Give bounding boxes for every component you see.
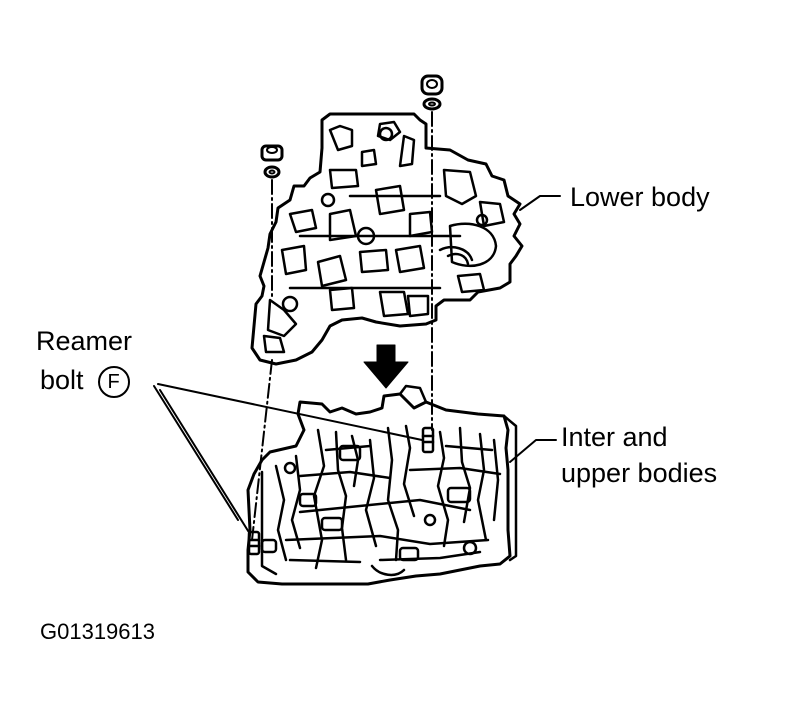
bolt-washer-left <box>260 144 284 179</box>
figure-code: G01319613 <box>40 619 155 644</box>
leader-lower-body <box>519 195 561 211</box>
bolt-washer-right <box>420 74 444 111</box>
inter-upper-bodies-label-line2: upper bodies <box>561 458 718 488</box>
down-arrow-icon <box>363 344 409 389</box>
leader-reamer-upper <box>157 383 423 441</box>
reamer-bolt-lower <box>247 530 261 556</box>
inter-upper-bodies-outline <box>246 392 512 586</box>
reamer-bolt-label-text: bolt <box>40 365 84 396</box>
leader-reamer-lower <box>159 389 251 535</box>
reamer-bolt-upper <box>421 426 435 454</box>
lower-body-label: Lower body <box>570 182 710 212</box>
leader-inter-upper <box>509 439 557 463</box>
circled-f-icon: F <box>97 366 130 398</box>
reamer-bolt-label-line1: Reamer <box>36 326 133 356</box>
reamer-bolt-label-line2: bolt F <box>40 366 130 398</box>
inter-upper-bodies-label-line1: Inter and <box>561 422 668 452</box>
lower-body-outline <box>250 112 524 366</box>
